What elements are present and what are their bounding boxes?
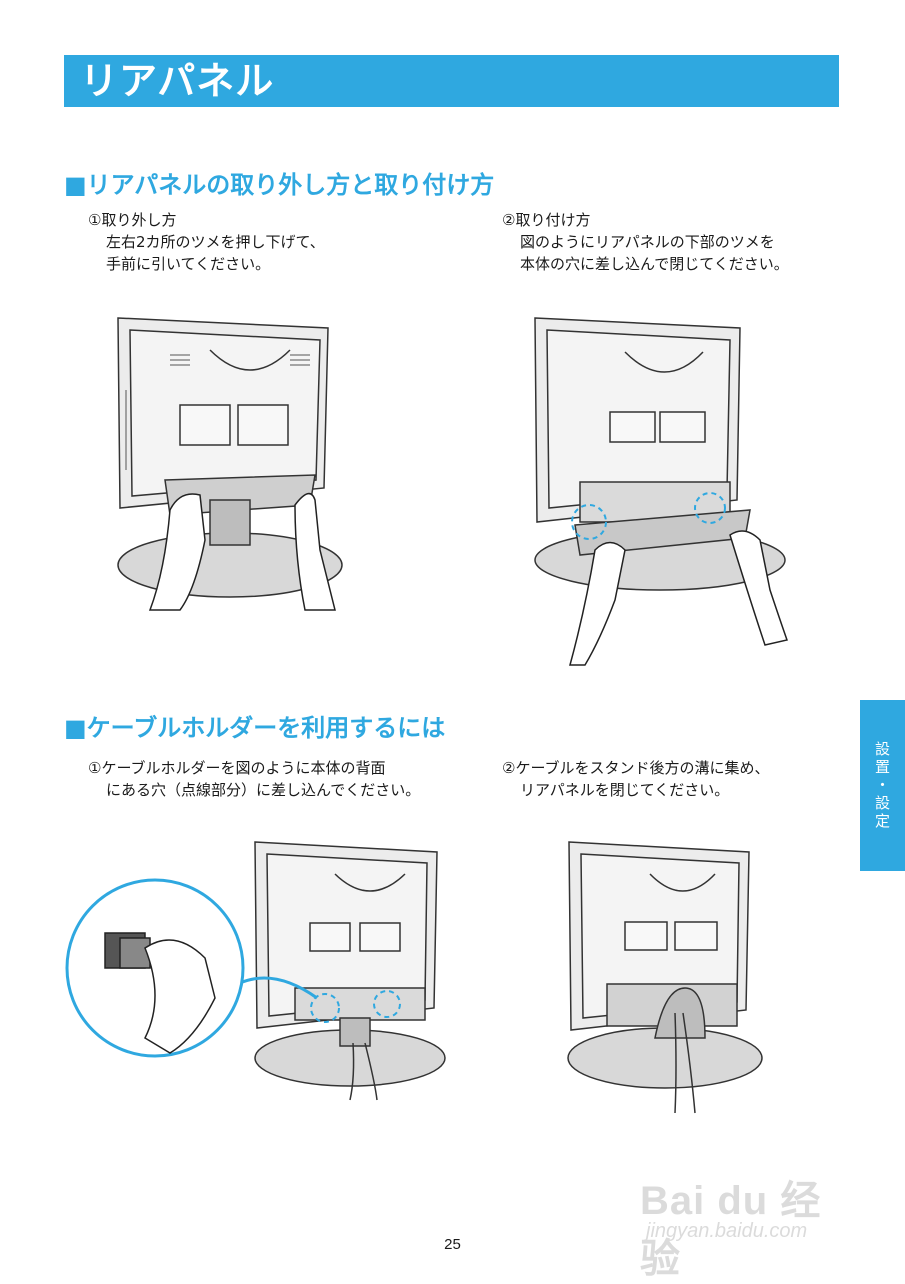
side-tab-label: 設置・設定 [873,740,891,831]
step-remove-line: 左右2カ所のツメを押し下げて、 [106,233,325,251]
step-remove: ①取り外し方 左右2カ所のツメを押し下げて、 手前に引いてください。 [88,209,325,275]
illustration-cable-holder-insert [65,841,446,1101]
step-attach: ②取り付け方 図のようにリアパネルの下部のツメを 本体の穴に差し込んで閉じてくだ… [502,209,789,275]
step-cable-gather: ②ケーブルをスタンド後方の溝に集め、 リアパネルを閉じてください。 [502,757,770,801]
step-cable-holder-insert: ①ケーブルホルダーを図のように本体の背面 にある穴（点線部分）に差し込んでくださ… [88,757,420,801]
page-number: 25 [444,1236,461,1253]
page-title-bar: リアパネル [64,55,839,107]
step-cable-line: ②ケーブルをスタンド後方の溝に集め、 [502,759,770,777]
step-cable-line: リアパネルを閉じてください。 [520,781,730,799]
section-heading-cable-holder: ■ケーブルホルダーを利用するには [64,714,446,742]
watermark-url: jingyan.baidu.com [646,1220,808,1242]
step-cable-line: にある穴（点線部分）に差し込んでください。 [106,781,421,799]
step-attach-line: 本体の穴に差し込んで閉じてください。 [520,255,789,273]
step-remove-line: 手前に引いてください。 [106,255,271,273]
illustration-attach-panel [534,317,788,666]
step-cable-line: ①ケーブルホルダーを図のように本体の背面 [88,759,386,777]
baidu-watermark: Bai du 经验 jingyan.baidu.com [640,1150,860,1281]
step-attach-title: ②取り付け方 [502,211,591,229]
illustration-cable-gather [567,841,763,1114]
section-heading-rear-panel: ■リアパネルの取り外し方と取り付け方 [64,171,495,199]
illustration-remove-panel [117,317,343,611]
page-title: リアパネル [80,59,275,103]
watermark-main: Bai du 经验 [640,1179,822,1281]
step-remove-title: ①取り外し方 [88,211,177,229]
step-attach-line: 図のようにリアパネルの下部のツメを [520,233,775,251]
side-tab-setup[interactable]: 設置・設定 [860,700,905,871]
